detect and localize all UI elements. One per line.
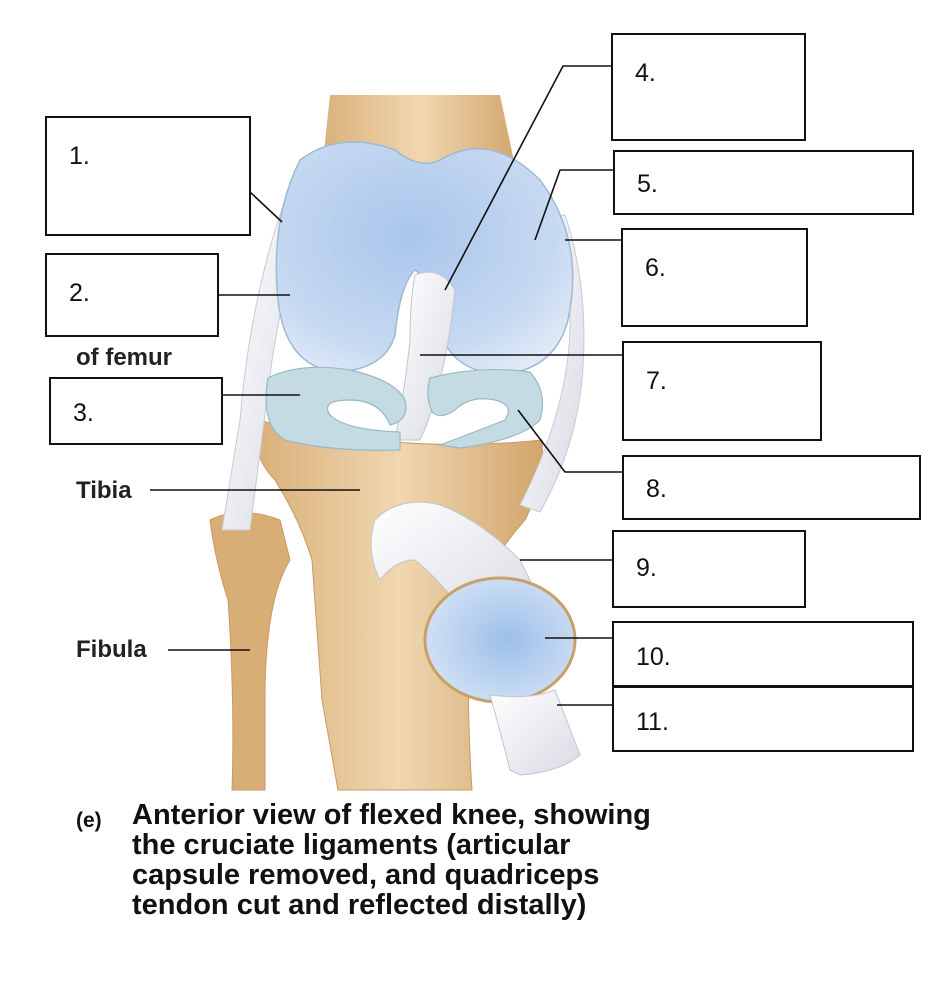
label-tibia: Tibia [76, 477, 132, 504]
answer-box-2-number: 2. [69, 279, 90, 307]
answer-box-9[interactable]: 9. [612, 530, 806, 608]
answer-box-8-number: 8. [646, 475, 667, 503]
label-of-femur: of femur [76, 344, 172, 371]
answer-box-7-number: 7. [646, 367, 667, 395]
answer-box-5-number: 5. [637, 170, 658, 198]
patella [423, 576, 577, 704]
answer-box-6-number: 6. [645, 254, 666, 282]
leader-line-1 [249, 191, 283, 223]
caption-text: Anterior view of flexed knee, showing th… [132, 799, 651, 921]
answer-box-3[interactable]: 3. [49, 377, 223, 445]
cruciate-ligaments [394, 271, 456, 441]
answer-box-5[interactable]: 5. [613, 150, 914, 215]
label-fibula: Fibula [76, 636, 147, 663]
leader-line-8 [517, 409, 622, 473]
answer-box-11-number: 11. [636, 708, 669, 736]
femoral-condyles [275, 141, 574, 376]
leader-line-4 [444, 65, 612, 291]
answer-box-8[interactable]: 8. [622, 455, 921, 520]
quadriceps-tendon [489, 689, 581, 776]
answer-box-3-number: 3. [73, 399, 94, 427]
answer-box-10-number: 10. [636, 643, 671, 671]
answer-box-1-number: 1. [69, 142, 90, 170]
answer-box-2[interactable]: 2. [45, 253, 219, 337]
leader-line-5 [534, 169, 613, 241]
answer-box-4-number: 4. [635, 59, 656, 87]
answer-box-7[interactable]: 7. [622, 341, 822, 441]
menisci [265, 366, 407, 451]
answer-box-10[interactable]: 10. [612, 621, 914, 687]
medial-ligament [519, 214, 585, 513]
answer-box-11[interactable]: 11. [612, 686, 914, 752]
answer-box-1[interactable]: 1. [45, 116, 251, 236]
menisci-right [427, 368, 543, 449]
answer-box-9-number: 9. [636, 554, 657, 582]
answer-box-6[interactable]: 6. [621, 228, 808, 327]
fibula-bone [209, 512, 291, 791]
answer-box-4[interactable]: 4. [611, 33, 806, 141]
caption-letter: (e) [76, 809, 102, 832]
